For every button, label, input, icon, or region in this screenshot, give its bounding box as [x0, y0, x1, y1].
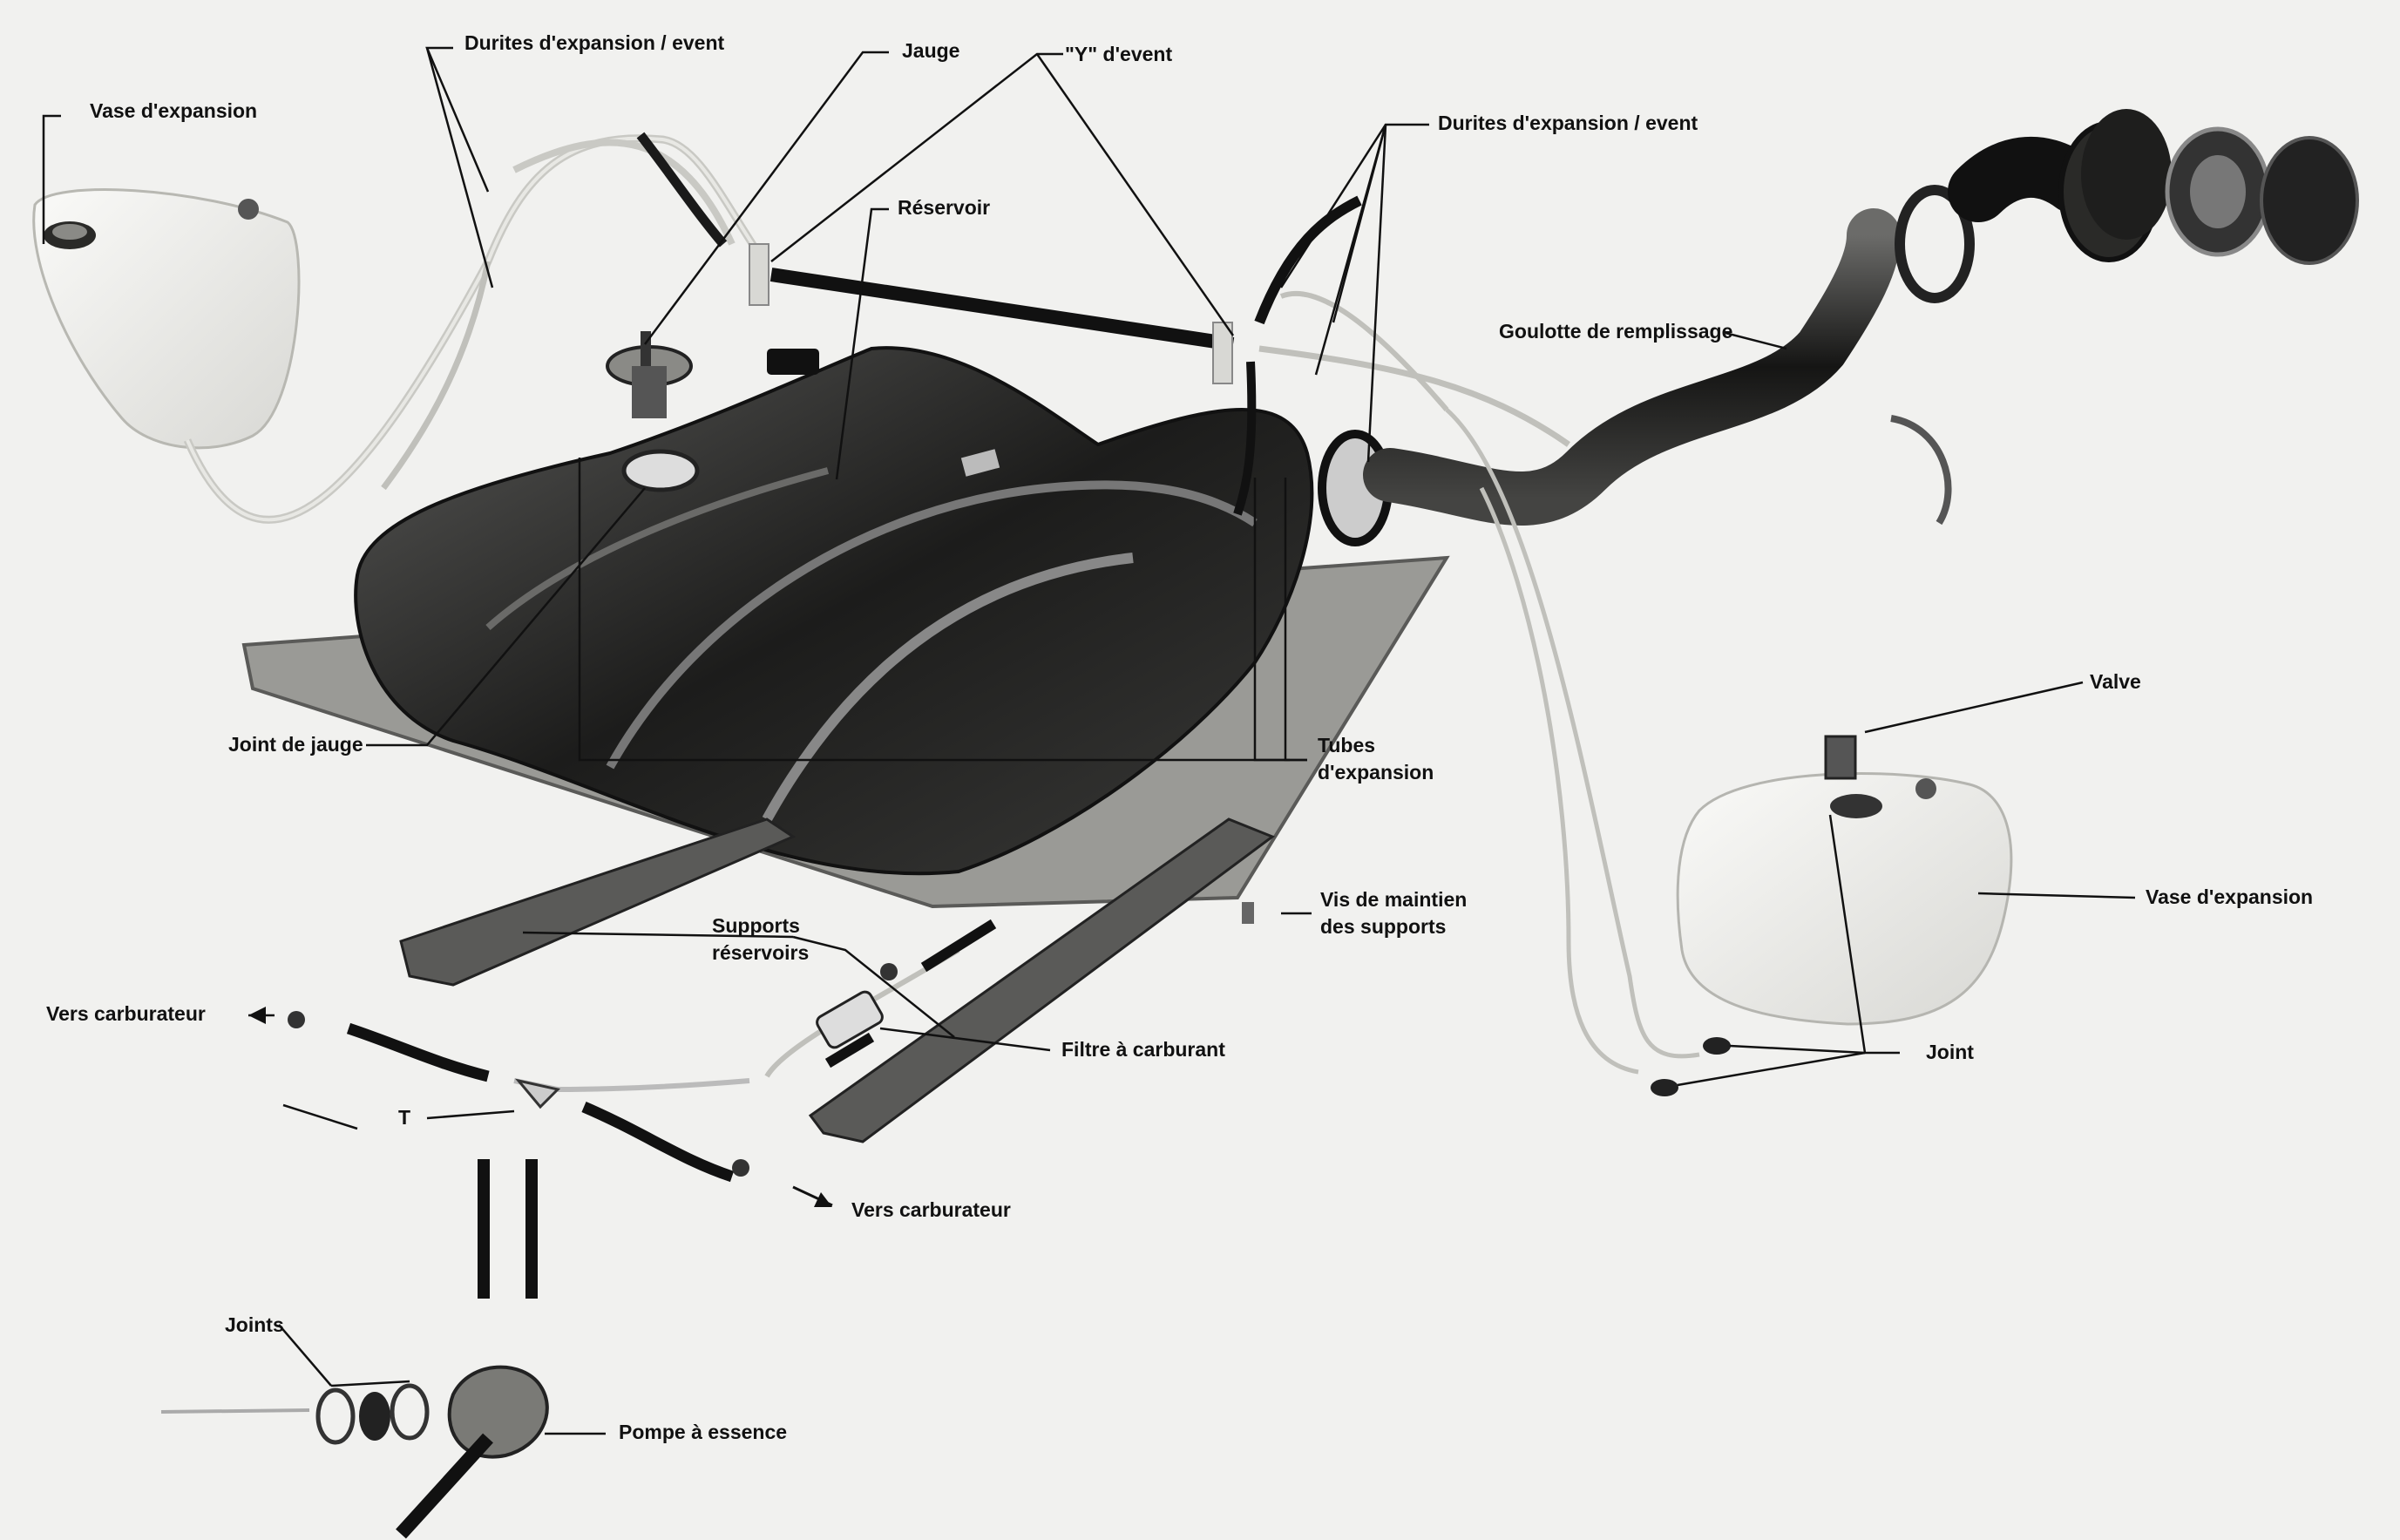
label-t: T [398, 1106, 410, 1129]
t-fitting [515, 1078, 560, 1109]
label-goulotte: Goulotte de remplissage [1499, 320, 1732, 343]
label-joint: Joint [1926, 1041, 1974, 1063]
label-reservoir: Réservoir [898, 196, 990, 219]
label-durites-left: Durites d'expansion / event [464, 31, 724, 54]
label-jauge: Jauge [902, 39, 959, 62]
label-pompe: Pompe à essence [619, 1421, 787, 1443]
vent-hoses-left [183, 132, 762, 524]
labels: Vase d'expansion Durites d'expansion / e… [46, 31, 2313, 1443]
arrow-vers-carburateur-left [248, 1007, 266, 1024]
arrow-vers-carburateur-bottom [792, 1185, 833, 1207]
fuel-pump [396, 1365, 549, 1539]
label-y-event: "Y" d'event [1065, 43, 1172, 65]
label-durites-right: Durites d'expansion / event [1438, 112, 1698, 134]
expansion-vessel-right [1651, 735, 2013, 1096]
fuel-gauge-sender [606, 331, 693, 418]
label-joint-de-jauge: Joint de jauge [228, 733, 363, 756]
pump-gaskets [160, 1383, 430, 1445]
filler-neck [1318, 109, 2359, 1075]
label-vase-expansion-right: Vase d'expansion [2146, 885, 2313, 908]
expansion-vessel-left [32, 188, 301, 450]
label-vis-line2: des supports [1320, 915, 1446, 938]
y-vent-fittings [749, 195, 1571, 516]
label-vase-expansion-left: Vase d'expansion [90, 99, 257, 122]
label-tubes-line2: d'expansion [1318, 761, 1434, 784]
fuel-tank [241, 346, 1450, 909]
label-filtre: Filtre à carburant [1061, 1038, 1225, 1061]
fitting-nuts [288, 963, 898, 1177]
label-supports-line1: Supports [712, 914, 800, 937]
label-valve: Valve [2090, 670, 2141, 693]
tank-support-straps [399, 817, 1276, 1143]
fuel-lines [346, 919, 997, 1299]
label-supports-line2: réservoirs [712, 941, 809, 964]
label-vis-line1: Vis de maintien [1320, 888, 1467, 911]
fuel-filter [816, 990, 884, 1049]
label-vers-carburateur-left: Vers carburateur [46, 1002, 206, 1025]
label-tubes-line1: Tubes [1318, 734, 1375, 756]
leader-lines [42, 46, 2136, 1435]
label-joints: Joints [225, 1313, 284, 1336]
label-vers-carburateur-bottom: Vers carburateur [851, 1198, 1011, 1221]
